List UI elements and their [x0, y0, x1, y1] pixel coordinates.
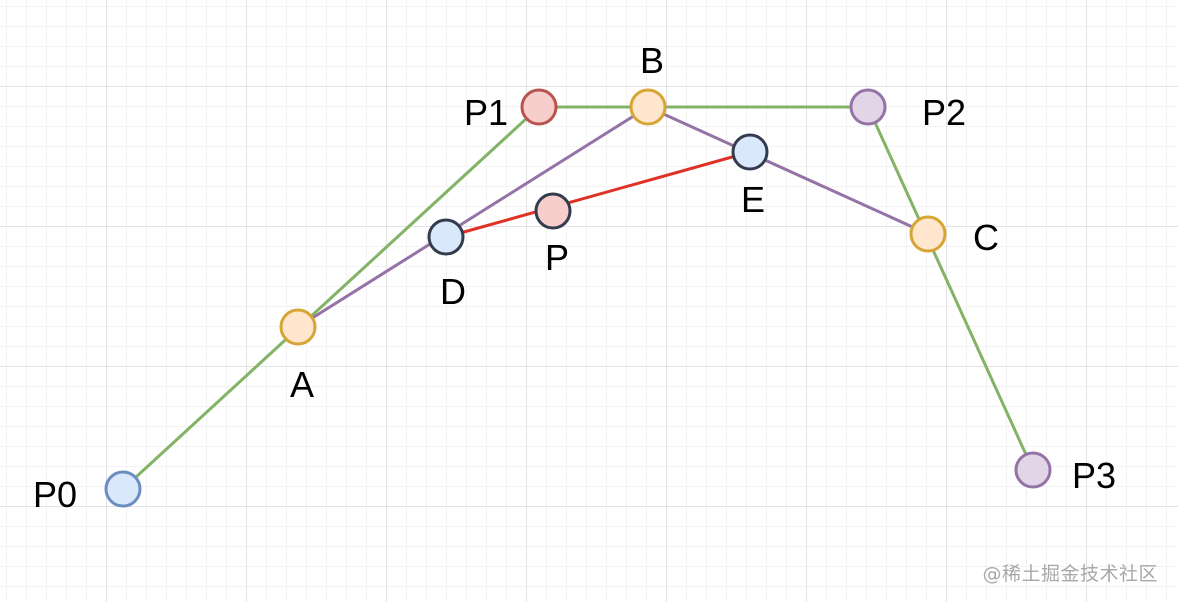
point-a-label: A — [290, 364, 314, 405]
node-layer — [104, 88, 1052, 508]
point-p3-node — [1014, 451, 1052, 489]
point-p1-node — [520, 88, 558, 126]
segment-layer — [121, 105, 1035, 491]
point-b-label: B — [640, 40, 664, 81]
point-d-label: D — [440, 271, 466, 312]
point-p0-node — [104, 470, 142, 508]
segment-p2-p3 — [866, 106, 1035, 471]
point-c-node — [909, 215, 947, 253]
point-c-label: C — [973, 217, 999, 258]
point-d-node — [427, 218, 465, 256]
point-p3-label: P3 — [1072, 455, 1116, 496]
point-p2-node — [849, 88, 887, 126]
point-a-node — [279, 308, 317, 346]
segment-a-b — [297, 105, 649, 329]
segment-d-e — [445, 150, 751, 239]
segment-p0-p1 — [121, 105, 541, 491]
point-e-node — [731, 133, 769, 171]
point-p1-label: P1 — [464, 92, 508, 133]
watermark-text: @稀土掘金技术社区 — [982, 563, 1158, 585]
point-p-label: P — [545, 237, 569, 278]
point-p0-label: P0 — [33, 474, 77, 515]
point-b-node — [629, 88, 667, 126]
segment-b-c — [647, 105, 929, 236]
point-p-node — [534, 192, 572, 230]
point-p2-label: P2 — [922, 92, 966, 133]
point-e-label: E — [741, 179, 765, 220]
